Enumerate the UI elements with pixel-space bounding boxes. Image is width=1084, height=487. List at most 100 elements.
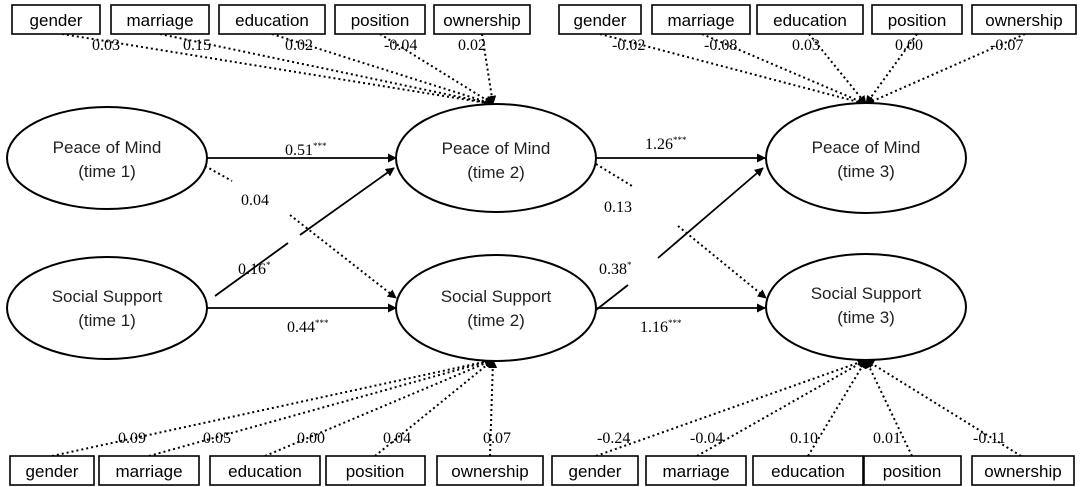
covariate-box-top-left-gender: gender [11, 4, 101, 35]
covariate-label: marriage [115, 462, 182, 481]
covariate-box-top-right-position: position [871, 4, 963, 35]
covariate-box-top-right-ownership: ownership [971, 4, 1077, 35]
coef-bottom-left-gender: 0.09 [118, 430, 146, 447]
coef-top-right-marriage: -0.08 [704, 37, 737, 54]
coef-pom2-ss3: 0.13 [604, 199, 632, 216]
coef-bottom-left-marriage: 0.05 [203, 430, 231, 447]
coef-top-left-gender: 0.03 [92, 37, 120, 54]
coef-bottom-right-position: 0.01 [873, 430, 901, 447]
covariate-label: position [346, 462, 405, 481]
node-time: (time 3) [837, 162, 895, 181]
coef-pom2-pom3: 1.26*** [645, 135, 687, 153]
path-gender-to-pom2 [61, 33, 494, 108]
path-position-to-pom2 [379, 33, 494, 105]
covariate-box-top-left-ownership: ownership [433, 4, 531, 35]
sig-marker: *** [668, 318, 682, 328]
covariate-box-top-right-gender: gender [558, 4, 642, 35]
node-title: Peace of Mind [442, 139, 551, 158]
sig-marker: *** [313, 141, 327, 151]
node-time: (time 3) [837, 308, 895, 327]
coef-pom1-ss2: 0.04 [241, 192, 269, 209]
covariate-label: marriage [667, 11, 734, 30]
sig-marker: * [266, 260, 271, 270]
covariate-box-bottom-left-position: position [325, 455, 426, 486]
covariate-label: marriage [662, 462, 729, 481]
covariate-label: gender [574, 11, 627, 30]
covariate-label: marriage [126, 11, 193, 30]
sig-marker: *** [315, 318, 329, 328]
node-pom3: Peace of Mind (time 3) [765, 102, 967, 214]
path-education-to-pom3 [808, 33, 867, 105]
covariate-label: ownership [985, 11, 1063, 30]
coef-ss2-ss3: 1.16*** [640, 318, 682, 336]
sig-marker: *** [673, 135, 687, 145]
coef-bottom-right-gender: -0.24 [597, 430, 630, 447]
covariate-box-bottom-right-marriage: marriage [645, 455, 747, 486]
path-ownership-to-pom3 [865, 33, 1026, 105]
coef-ss1-pom2: 0.16* [238, 260, 271, 278]
covariate-label: gender [26, 462, 79, 481]
node-ss2: Social Support (time 2) [395, 254, 597, 362]
covariate-box-bottom-right-gender: gender [551, 455, 639, 486]
path-gender-to-pom3 [599, 33, 867, 107]
coef-top-left-ownership: 0.02 [458, 37, 486, 54]
coef-top-left-education: 0.02 [285, 37, 313, 54]
coef-bottom-left-education: 0.00 [297, 430, 325, 447]
path-education-to-ss3 [807, 359, 867, 457]
covariate-box-bottom-right-position: position [863, 455, 962, 486]
coef-top-left-marriage: 0.15 [183, 37, 211, 54]
coef-top-right-education: 0.03 [792, 37, 820, 54]
node-title: Peace of Mind [812, 138, 921, 157]
coef-bottom-left-position: 0.04 [383, 430, 411, 447]
covariate-label: gender [30, 11, 83, 30]
path-gender-to-ss2 [51, 357, 494, 457]
node-time: (time 2) [467, 163, 525, 182]
path-ss2-to-pom3-seg2 [657, 167, 764, 259]
sig-marker: * [627, 260, 632, 270]
path-ownership-to-ss3 [865, 359, 1022, 457]
path-position-to-ss2 [374, 359, 494, 457]
covariate-paths-bottom-left [51, 357, 498, 457]
path-pom2-to-ss3-seg2 [677, 225, 767, 299]
covariate-paths-top-right [599, 33, 1026, 107]
coef-pom1-pom2: 0.51*** [285, 141, 327, 159]
coef-top-right-ownership: -0.07 [990, 37, 1023, 54]
covariate-box-bottom-left-education: education [209, 455, 321, 486]
covariate-box-top-left-education: education [218, 4, 326, 35]
node-time: (time 1) [78, 162, 136, 181]
covariate-label: education [235, 11, 309, 30]
covariate-box-top-right-education: education [756, 4, 864, 35]
node-title: Social Support [811, 284, 922, 303]
covariate-label: education [773, 11, 847, 30]
covariate-paths-top-left [61, 33, 497, 108]
coef-bottom-right-ownership: -0.11 [973, 430, 1006, 447]
node-title: Social Support [52, 287, 163, 306]
covariate-label: ownership [984, 462, 1062, 481]
coef-ss2-pom3: 0.38* [599, 260, 632, 278]
covariate-box-bottom-left-marriage: marriage [98, 455, 200, 486]
path-education-to-pom2 [271, 33, 494, 106]
covariate-box-top-left-marriage: marriage [110, 4, 210, 35]
coef-bottom-right-marriage: -0.04 [690, 430, 723, 447]
node-title: Peace of Mind [53, 138, 162, 157]
path-marriage-to-ss3 [696, 359, 867, 457]
path-pom1-to-ss2-seg2 [289, 214, 397, 299]
coef-top-left-position: -0.04 [384, 37, 417, 54]
covariate-label: education [771, 462, 845, 481]
path-ss1-to-pom2-seg1 [214, 242, 289, 297]
path-ss1-to-pom2-seg2 [299, 167, 395, 236]
coef-top-right-position: 0.00 [895, 37, 923, 54]
node-time: (time 1) [78, 311, 136, 330]
path-marriage-to-pom2 [159, 33, 494, 107]
covariate-label: position [888, 11, 947, 30]
covariate-label: ownership [451, 462, 529, 481]
path-gender-to-ss3 [595, 358, 867, 457]
path-ss2-to-pom3-seg1 [595, 284, 629, 311]
node-pom1: Peace of Mind (time 1) [6, 106, 208, 210]
covariate-paths-bottom-right [595, 358, 1022, 457]
covariate-box-bottom-left-ownership: ownership [436, 455, 544, 486]
path-pom1-to-ss2-seg1 [204, 165, 233, 182]
path-education-to-ss2 [264, 358, 494, 457]
path-pom2-to-ss3-seg1 [595, 163, 633, 187]
